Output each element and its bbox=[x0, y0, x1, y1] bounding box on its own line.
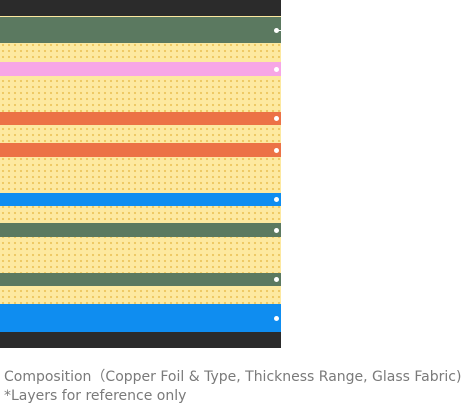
terminal-dot-icon bbox=[274, 315, 279, 321]
green-lower-layer bbox=[0, 273, 281, 286]
terminal-dot-icon bbox=[274, 277, 279, 282]
orange-upper-layer bbox=[0, 112, 281, 125]
terminal-dot-icon bbox=[274, 27, 279, 33]
bottom-base-layer bbox=[0, 332, 281, 348]
terminal-dot-icon bbox=[274, 66, 279, 72]
orange-lower-layer bbox=[0, 143, 281, 157]
terminal-dot-icon bbox=[274, 147, 279, 153]
blue-mid-layer bbox=[0, 193, 281, 206]
terminal-dot-icon bbox=[274, 227, 279, 233]
composition-caption: Composition（Copper Foil & Type, Thicknes… bbox=[4, 369, 462, 385]
top-base-layer bbox=[0, 0, 281, 16]
green-top-layer bbox=[0, 17, 281, 43]
terminal-dot-icon bbox=[274, 197, 279, 202]
reference-note: *Layers for reference only bbox=[4, 388, 187, 404]
layer-stack-diagram bbox=[0, 0, 281, 348]
pink-layer bbox=[0, 62, 281, 76]
blue-bottom-layer bbox=[0, 304, 281, 332]
green-mid-layer bbox=[0, 223, 281, 237]
lead-marker bbox=[277, 29, 281, 31]
terminal-dot-icon bbox=[274, 116, 279, 121]
